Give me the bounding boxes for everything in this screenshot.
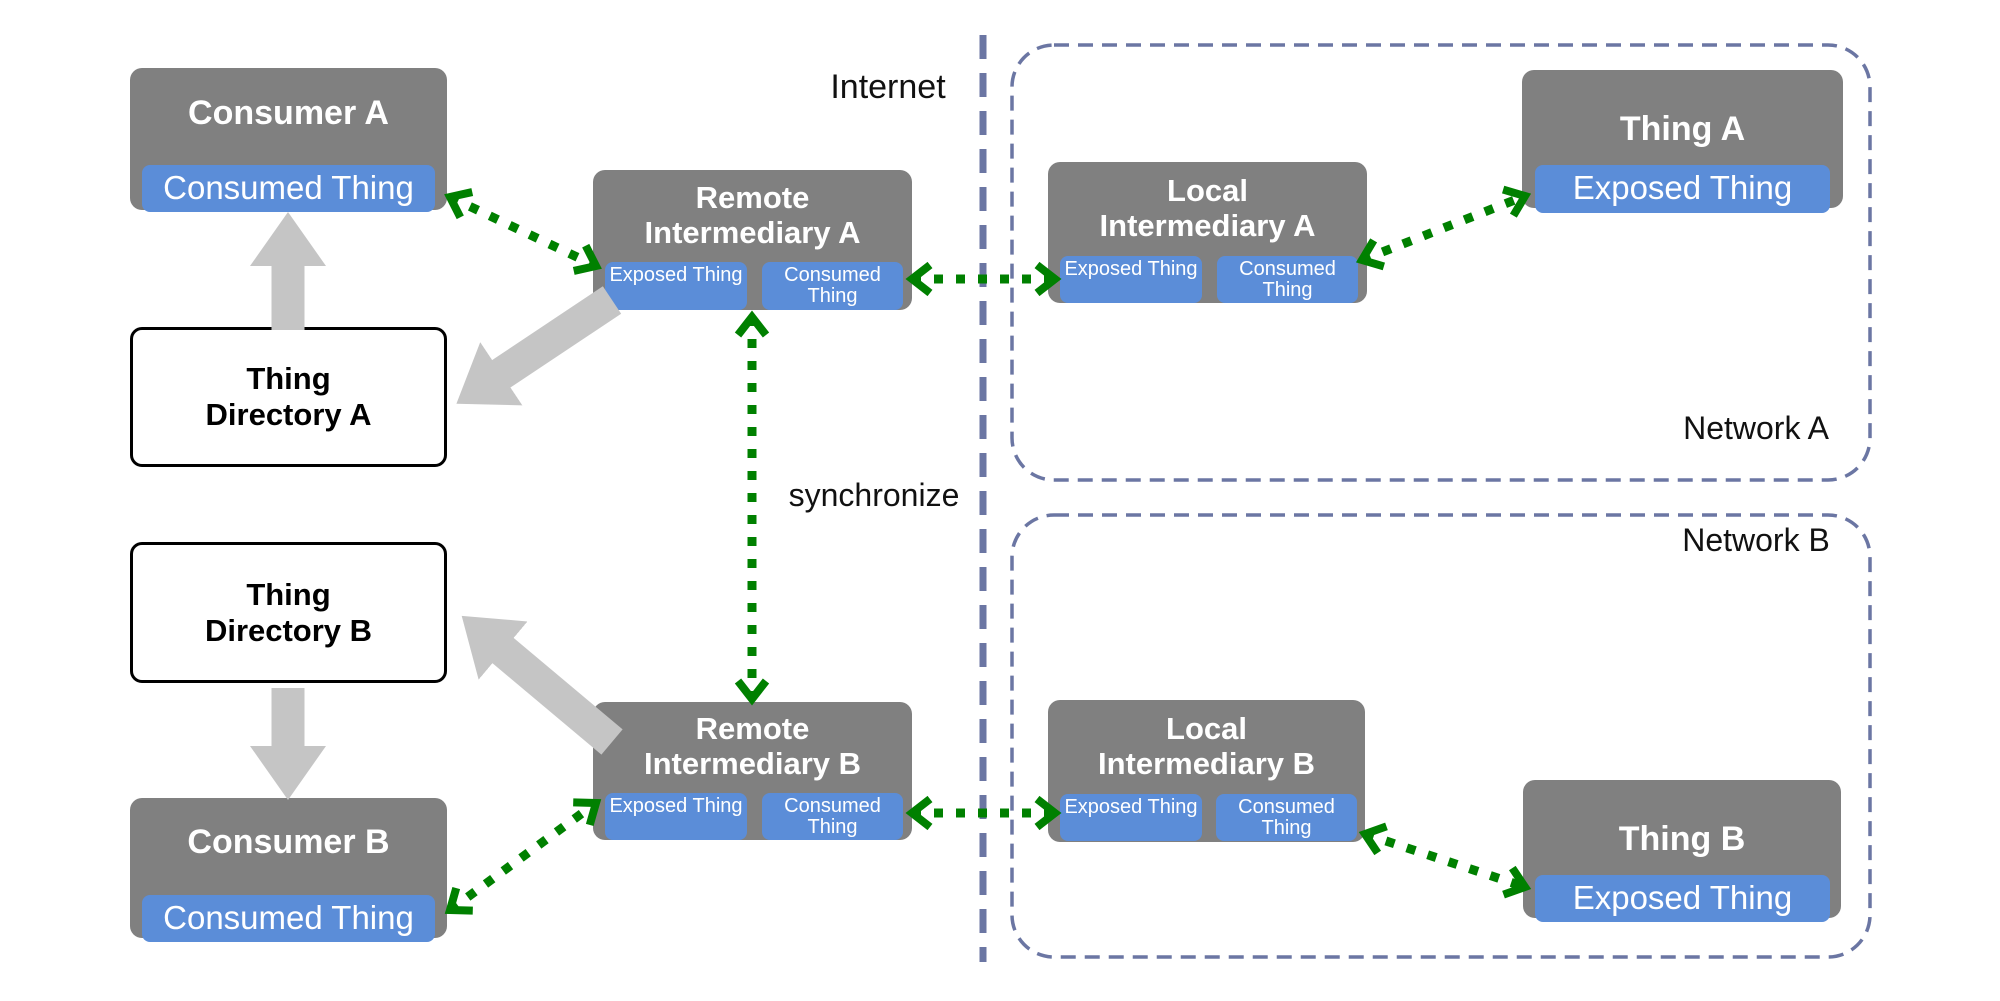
- remote-intermediary-a-consumed-thing: Consumed Thing: [762, 262, 903, 310]
- network-a-border: [1010, 43, 1872, 482]
- thing-directory-b-line1: Thing: [246, 576, 331, 612]
- local-a-thing-a-link: [1355, 185, 1532, 271]
- consumer-b-title: Consumer B: [187, 823, 390, 861]
- thing-b-exposed-thing: Exposed Thing: [1535, 875, 1830, 922]
- remote-a-to-directory-a-arrow: [456, 286, 622, 406]
- local-intermediary-a-consumed-thing: Consumed Thing: [1217, 256, 1358, 303]
- internet-label: Internet: [830, 68, 946, 106]
- thing-directory-b-box: Thing Directory B: [130, 542, 447, 683]
- local-intermediary-a-title: Local Intermediary A: [1048, 173, 1367, 243]
- remote-intermediary-b-title: Remote Intermediary B: [593, 711, 912, 781]
- remote-intermediary-b-line2: Intermediary B: [643, 746, 862, 781]
- remote-intermediary-a-line1: Remote: [695, 180, 810, 215]
- local-intermediary-a-exposed-thing: Exposed Thing: [1060, 256, 1202, 303]
- consumer-b-box: Consumer B Consumed Thing: [130, 798, 447, 942]
- remote-intermediary-a-box: Remote Intermediary A Exposed Thing Cons…: [593, 170, 912, 310]
- thing-a-box: Thing A Exposed Thing: [1522, 70, 1843, 213]
- thing-directory-a-line1: Thing: [246, 361, 331, 396]
- local-intermediary-a-box: Local Intermediary A Exposed Thing Consu…: [1048, 162, 1367, 303]
- consumer-a-remote-a-link: [444, 188, 602, 275]
- thing-directory-b-title: Thing Directory B: [205, 577, 372, 649]
- network-a-label: Network A: [1683, 410, 1829, 446]
- thing-directory-a-line2: Directory A: [205, 397, 372, 432]
- local-intermediary-b-line1: Local: [1166, 711, 1247, 746]
- remote-intermediary-a-title: Remote Intermediary A: [593, 180, 912, 250]
- thing-a-title: Thing A: [1619, 110, 1746, 148]
- protocol-links: [444, 185, 1532, 915]
- local-b-thing-b-link: [1358, 822, 1532, 899]
- thing-directory-a-box: Thing Directory A: [130, 327, 447, 467]
- network-b-label: Network B: [1682, 522, 1830, 558]
- thing-b-title: Thing B: [1618, 820, 1746, 858]
- network-b-border: [1010, 513, 1872, 959]
- local-intermediary-b-consumed-thing: Consumed Thing: [1216, 794, 1357, 841]
- thing-directory-a-title: Thing Directory A: [206, 361, 372, 433]
- consumer-a-title: Consumer A: [188, 94, 389, 132]
- synchronize-label: synchronize: [788, 477, 960, 513]
- remote-intermediary-a-exposed-thing: Exposed Thing: [605, 262, 747, 310]
- local-intermediary-b-exposed-thing: Exposed Thing: [1060, 794, 1202, 841]
- remote-intermediary-b-exposed-thing: Exposed Thing: [605, 793, 747, 840]
- directory-arrows: [250, 212, 623, 800]
- thing-b-box: Thing B Exposed Thing: [1523, 780, 1841, 922]
- remote-intermediary-b-line1: Remote: [695, 711, 810, 746]
- local-intermediary-b-box: Local Intermediary B Exposed Thing Consu…: [1048, 700, 1365, 842]
- local-intermediary-b-line2: Intermediary B: [1097, 746, 1316, 781]
- remote-b-to-directory-b-arrow: [461, 615, 623, 755]
- remote-intermediary-a-line2: Intermediary A: [644, 215, 861, 250]
- thing-a-exposed-thing: Exposed Thing: [1535, 165, 1830, 213]
- consumer-b-remote-b-link: [444, 798, 602, 915]
- local-intermediary-a-line2: Intermediary A: [1099, 208, 1316, 243]
- consumer-b-consumed-thing: Consumed Thing: [142, 895, 435, 942]
- consumer-a-box: Consumer A Consumed Thing: [130, 68, 447, 212]
- local-intermediary-a-line1: Local: [1167, 173, 1248, 208]
- consumer-a-consumed-thing: Consumed Thing: [142, 165, 435, 212]
- remote-intermediary-b-box: Remote Intermediary B Exposed Thing Cons…: [593, 702, 912, 840]
- thing-directory-b-line2: Directory B: [204, 612, 373, 648]
- remote-intermediary-b-consumed-thing: Consumed Thing: [762, 793, 903, 840]
- local-intermediary-b-title: Local Intermediary B: [1048, 711, 1365, 781]
